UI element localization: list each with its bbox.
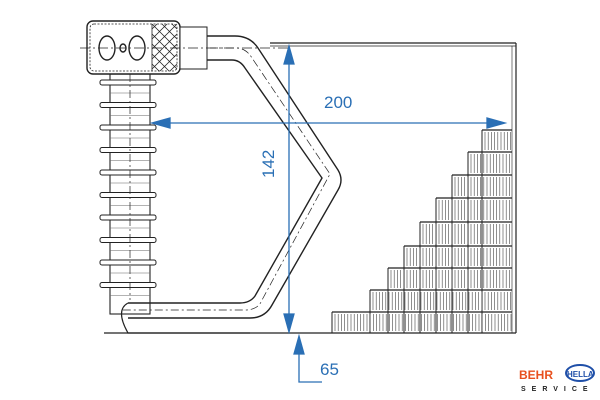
arrowhead-down [283,313,295,335]
arrowhead-up [283,43,295,65]
hella-logo: HELLA [565,364,595,382]
header-rib [99,282,157,288]
width-dimension-label: 200 [324,93,352,112]
header-rib [99,102,157,108]
arrowhead-right [486,117,508,129]
header-rib [99,237,157,243]
fin-stack [331,129,512,333]
fin-row [331,311,512,333]
header-rib [99,214,157,221]
header-rib [99,259,157,266]
header-rib [99,169,157,176]
header-tank [99,73,157,315]
fin-row [403,245,512,333]
arrowhead-depth [293,333,305,355]
fin-row [387,267,512,333]
header-rib [99,147,157,153]
height-dimension-label: 142 [259,150,278,178]
dimension-lines [149,43,508,383]
service-logo-text: SERVICE [521,386,594,393]
header-rib [99,192,157,198]
header-rib [99,79,157,86]
refrigerant-pipe [120,35,342,334]
arrowhead-left [149,117,171,129]
connector-block [80,20,290,75]
knurled-grip [151,23,178,72]
behr-logo: BEHR [519,368,554,382]
depth-dimension-label: 65 [320,360,339,379]
header-rib [99,124,157,131]
